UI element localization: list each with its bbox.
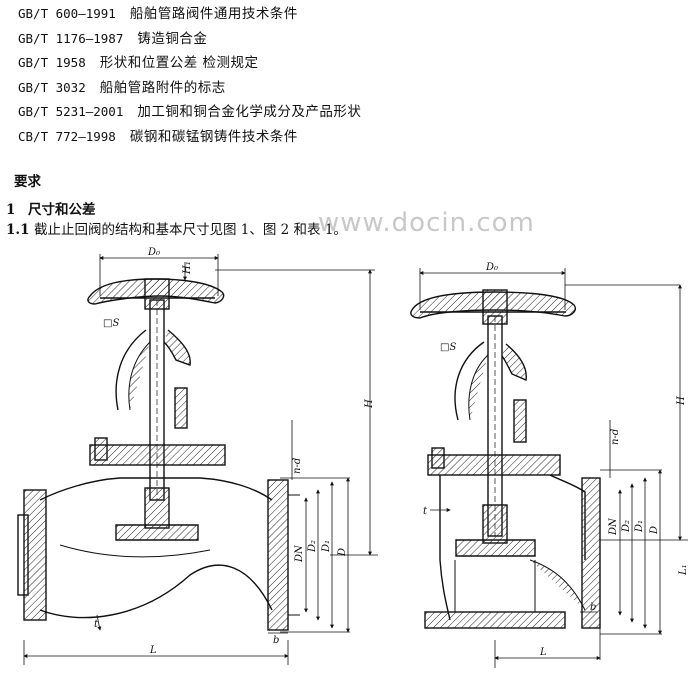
reference-item: CB/T 772—1998 碳钢和碳锰钢铸件技术条件: [18, 125, 361, 150]
dim-s: □S: [103, 318, 119, 329]
figure-1-dimensions: [23, 254, 378, 665]
dim-h: H: [364, 399, 375, 409]
dim-t: t: [423, 506, 428, 517]
bottom-flange: [424, 611, 566, 629]
figure-1-straight-valve: [17, 278, 300, 631]
ref-code: GB/T 1958: [18, 55, 86, 71]
yoke-left: [115, 329, 147, 411]
ref-title: 船舶管路阀件通用技术条件: [129, 6, 298, 22]
dim-d1: D₁: [321, 540, 332, 553]
ref-title: 铸造铜合金: [137, 30, 208, 47]
ref-code: CB/T 772—1998: [18, 128, 116, 144]
ref-code: GB/T 3032: [18, 79, 86, 95]
ref-title: 加工铜和铜合金化学成分及产品形状: [137, 104, 362, 121]
bonnet-flange: [89, 444, 226, 466]
gland-bolt: [174, 387, 188, 429]
watermark: www.docin.com: [318, 208, 535, 238]
figure-2-dimensions: [419, 268, 688, 668]
valve-disc: [115, 524, 199, 541]
dim-ndf: n-d: [610, 429, 621, 445]
ref-title: 形状和位置公差 检测规定: [99, 55, 259, 72]
section-heading-dimensions: 1 尺寸和公差: [6, 198, 96, 218]
section-heading-requirements: 要求: [14, 174, 41, 190]
reference-item: GB/T 600—1991 船舶管路阀件通用技术条件: [18, 2, 361, 27]
dim-b: b: [590, 602, 596, 613]
right-flange: [267, 479, 289, 631]
dim-h1: H₁: [182, 261, 193, 275]
gland-bolt: [513, 399, 527, 443]
dim-h: H: [676, 396, 687, 406]
valve-body-bottom: [39, 564, 273, 619]
valve-body-right: [549, 474, 586, 560]
reference-item: GB/T 5231—2001 加工铜和铜合金化学成分及产品形状: [18, 100, 361, 125]
dim-d: D: [337, 548, 348, 557]
bonnet-flange: [427, 454, 561, 476]
dim-d1: D₁: [634, 520, 645, 533]
ref-code: GB/T 5231—2001: [18, 104, 124, 120]
ref-code: GB/T 1176—1987: [18, 30, 124, 46]
yoke-left: [454, 341, 485, 421]
figure-2-angle-valve: [410, 289, 601, 629]
dim-t: t: [94, 619, 99, 630]
figure-2-dim-labels: D₀ H □S n-d DN D₂ D₁ D t b L L₁: [423, 262, 689, 658]
dim-d: D: [649, 526, 660, 535]
dim-d2: D₂: [307, 540, 318, 553]
ref-code: GB/T 600—1991: [18, 6, 116, 21]
dim-dn: DN: [608, 517, 619, 536]
reference-item: GB/T 1176—1987 铸造铜合金: [18, 27, 361, 52]
valve-body-left: [439, 475, 451, 621]
dim-d2: D₂: [621, 520, 632, 533]
dim-ndf: n-d: [292, 458, 303, 474]
side-flange: [581, 477, 601, 629]
dim-d0: D₀: [485, 262, 498, 273]
dim-l: L: [539, 647, 547, 658]
dim-s: □S: [440, 342, 456, 353]
valve-disc: [455, 539, 536, 557]
reference-item: GB/T 3032 船舶管路附件的标志: [18, 76, 361, 101]
section-title: 尺寸和公差: [28, 202, 96, 218]
yoke-right: [501, 343, 527, 382]
clause-number: 1.1: [6, 222, 30, 238]
dim-l: L: [149, 645, 157, 656]
figure-1-dim-labels: D₀ H₁ H □S n-d DN D₂ D₁ D t b L: [94, 247, 375, 656]
section-number: 1: [6, 202, 16, 218]
dim-dn: DN: [294, 544, 305, 563]
ref-title: 船舶管路附件的标志: [99, 79, 226, 96]
clause-text: 截止止回阀的结构和基本尺寸见图 1、图 2 和表 1。: [34, 222, 347, 238]
ref-title: 碳钢和碳锰钢铸件技术条件: [129, 128, 298, 145]
yoke-right: [163, 329, 191, 366]
reference-standards-list: GB/T 600—1991 船舶管路阀件通用技术条件 GB/T 1176—1987…: [18, 2, 361, 150]
valve-body-top: [39, 477, 273, 501]
dim-d0: D₀: [147, 247, 160, 258]
left-flange: [23, 489, 47, 621]
dim-b: b: [273, 635, 279, 646]
dim-l1: L₁: [678, 564, 689, 576]
reference-item: GB/T 1958 形状和位置公差 检测规定: [18, 51, 361, 76]
